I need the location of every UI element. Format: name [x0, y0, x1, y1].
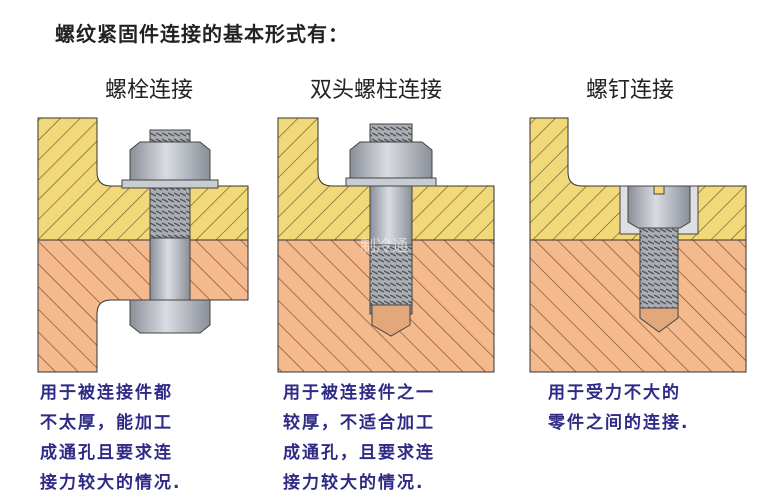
screw-description: 用于受力不大的 零件之间的连接.	[548, 378, 689, 438]
screw-head	[627, 185, 691, 229]
description-line: 不太厚，能加工	[40, 413, 173, 433]
description-line: 较厚，不适合加工	[283, 413, 435, 433]
nut	[129, 141, 211, 181]
screw-connection-drawing	[529, 117, 747, 373]
description-line: 用于受力不大的	[548, 383, 681, 403]
description-line: 用于被连接件之一	[283, 383, 435, 403]
description-line: 零件之间的连接.	[548, 413, 690, 433]
description-line: 用于被连接件都	[40, 383, 173, 403]
stud-connection-label: 双头螺柱连接	[310, 78, 443, 103]
stud-description: 用于被连接件之一 较厚，不适合加工 成通孔，且要求连 接力较大的情况.	[283, 378, 435, 498]
description-line: 接力较大的情况.	[283, 473, 425, 493]
screw-connection-label: 螺钉连接	[586, 78, 675, 103]
description-line: 成通孔，且要求连	[283, 443, 435, 463]
bolt-description: 用于被连接件都 不太厚，能加工 成通孔且要求连 接力较大的情况.	[40, 378, 181, 498]
bolt-connection-label: 螺栓连接	[105, 78, 194, 103]
bolt-connection-drawing	[37, 117, 249, 373]
diagram-title: 螺纹紧固件连接的基本形式有：	[55, 22, 349, 46]
stud-connection-drawing	[277, 117, 495, 373]
watermark: 制冷通	[360, 236, 409, 255]
description-line: 接力较大的情况.	[40, 473, 182, 493]
description-line: 成通孔且要求连	[40, 443, 173, 463]
bolt-head	[129, 299, 211, 334]
washer	[121, 179, 219, 189]
